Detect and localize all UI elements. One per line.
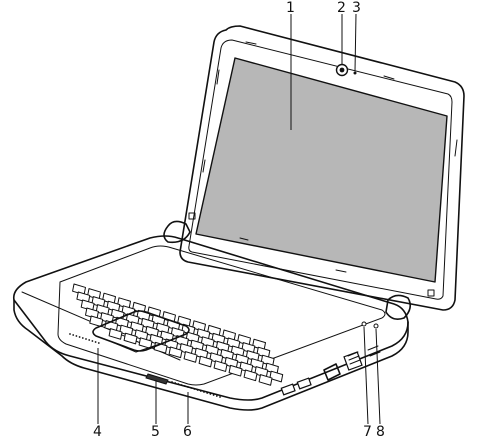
speaker-hole xyxy=(206,392,209,394)
keyboard-key xyxy=(213,360,228,372)
callout-7: 7 xyxy=(363,424,372,438)
speaker-hole xyxy=(190,387,193,389)
speaker-grille xyxy=(171,381,221,398)
keyboard xyxy=(72,283,284,386)
speaker-hole xyxy=(212,394,215,396)
microphone-hole xyxy=(88,339,91,341)
microphone-hole xyxy=(69,333,71,335)
keyboard-key xyxy=(243,369,258,382)
keyboard-key xyxy=(123,332,138,345)
callout-8: 8 xyxy=(376,424,385,438)
callout-3: 3 xyxy=(352,0,361,16)
microphone-hole xyxy=(75,335,78,337)
keyboard-key xyxy=(198,355,213,368)
side-ports xyxy=(280,345,381,396)
keyboard-key xyxy=(183,351,198,363)
speaker-hole xyxy=(193,388,196,390)
keyboard-key xyxy=(108,328,123,340)
speaker-hole xyxy=(177,383,180,385)
display-screen xyxy=(195,57,448,283)
microphone-hole xyxy=(97,342,100,344)
touchpad xyxy=(92,310,190,353)
keyboard-key xyxy=(269,370,284,383)
display-lid xyxy=(179,25,465,311)
speaker-hole xyxy=(199,390,202,392)
keyboard-key xyxy=(258,374,273,386)
status-indicator-8 xyxy=(373,323,379,329)
speaker-hole xyxy=(174,382,177,384)
speaker-hole xyxy=(215,395,218,397)
speaker-hole xyxy=(203,391,205,393)
status-indicator-7 xyxy=(361,321,367,327)
callout-numbers: 1 2 3 4 5 6 7 8 xyxy=(93,0,385,438)
speaker-hole xyxy=(180,384,183,386)
microphone-hole xyxy=(72,334,75,336)
callout-5: 5 xyxy=(151,424,160,438)
keyboard-key xyxy=(228,364,243,377)
front-switch xyxy=(145,373,169,385)
speaker-hole xyxy=(183,385,186,387)
callout-1: 1 xyxy=(286,0,295,16)
speaker-hole xyxy=(196,389,199,391)
webcam xyxy=(335,63,349,77)
callout-6: 6 xyxy=(183,424,192,438)
microphone-hole xyxy=(94,341,97,343)
microphone-hole xyxy=(81,337,84,339)
callout-4: 4 xyxy=(93,424,102,438)
speaker-hole xyxy=(219,396,221,398)
microphone-hole xyxy=(78,336,81,338)
leader-lines xyxy=(97,13,381,425)
microphone-grille xyxy=(69,333,100,344)
keyboard-key xyxy=(89,315,104,328)
microphone-hole xyxy=(85,338,87,340)
speaker-hole xyxy=(209,393,212,395)
webcam-indicator xyxy=(353,71,357,75)
speaker-hole xyxy=(187,386,189,388)
speaker-hole xyxy=(171,381,173,383)
keyboard-key xyxy=(168,346,183,359)
microphone-hole xyxy=(91,340,94,342)
callout-2: 2 xyxy=(337,0,346,16)
